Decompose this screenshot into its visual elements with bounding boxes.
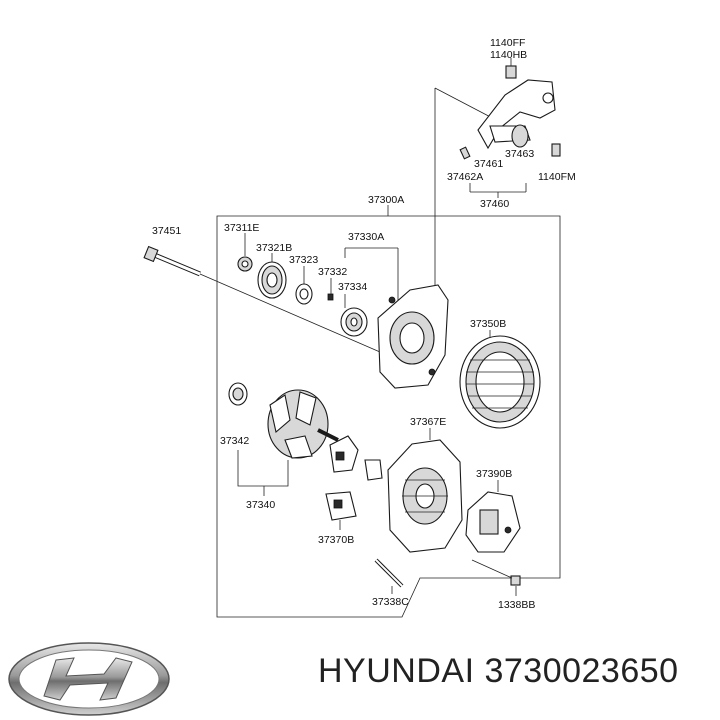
nut-37311e xyxy=(237,256,253,272)
regulator-37370b xyxy=(325,435,383,521)
label-1338bb: 1338BB xyxy=(498,599,535,611)
hyundai-logo-icon xyxy=(8,642,170,716)
label-37340: 37340 xyxy=(246,499,275,511)
label-37350b: 37350B xyxy=(470,318,506,330)
label-37463: 37463 xyxy=(505,148,534,160)
rotor-37340 xyxy=(267,389,339,459)
leader-37340 xyxy=(237,450,289,496)
label-37390b: 37390B xyxy=(476,468,512,480)
bolt-1140ff xyxy=(505,58,517,79)
bolt-1140fm xyxy=(551,143,561,157)
nut-1338bb xyxy=(510,575,521,586)
label-37330a: 37330A xyxy=(348,231,384,243)
mounting-bracket xyxy=(477,79,556,150)
label-37338c: 37338C xyxy=(372,596,409,608)
bearing-37334 xyxy=(340,307,368,337)
brand-part-number: HYUNDAI 3730023650 xyxy=(318,652,679,690)
assembly-frame xyxy=(216,215,561,618)
label-37323: 37323 xyxy=(289,254,318,266)
bracket-leader-37460 xyxy=(469,183,527,198)
label-1140hb: 1140HB xyxy=(490,49,527,61)
pulley-37321b xyxy=(257,261,287,299)
bolt-37462a xyxy=(459,146,471,160)
through-bolt-37451 xyxy=(143,245,381,353)
label-37451: 37451 xyxy=(152,225,181,237)
spacer-37323 xyxy=(295,283,313,305)
label-37300a: 37300A xyxy=(368,194,404,206)
label-37332: 37332 xyxy=(318,266,347,278)
label-37342: 37342 xyxy=(220,435,249,447)
label-1140ff: 1140FF xyxy=(490,37,525,49)
label-37311e: 37311E xyxy=(224,222,259,234)
label-37461: 37461 xyxy=(474,158,503,170)
label-1140fm: 1140FM xyxy=(538,171,576,183)
bearing-37342 xyxy=(228,382,248,406)
front-housing-37330a xyxy=(377,284,449,389)
label-37334: 37334 xyxy=(338,281,367,293)
label-37460: 37460 xyxy=(480,198,509,210)
label-37321b: 37321B xyxy=(256,242,292,254)
label-37462a: 37462A xyxy=(447,171,483,183)
screw-37332 xyxy=(327,293,334,301)
label-37367e: 37367E xyxy=(410,416,446,428)
stator-37350b xyxy=(459,335,541,429)
bolt-37338c xyxy=(374,558,404,588)
rear-cover-37390b xyxy=(465,491,521,553)
label-37370b: 37370B xyxy=(318,534,354,546)
rear-housing-37367e xyxy=(387,439,463,553)
